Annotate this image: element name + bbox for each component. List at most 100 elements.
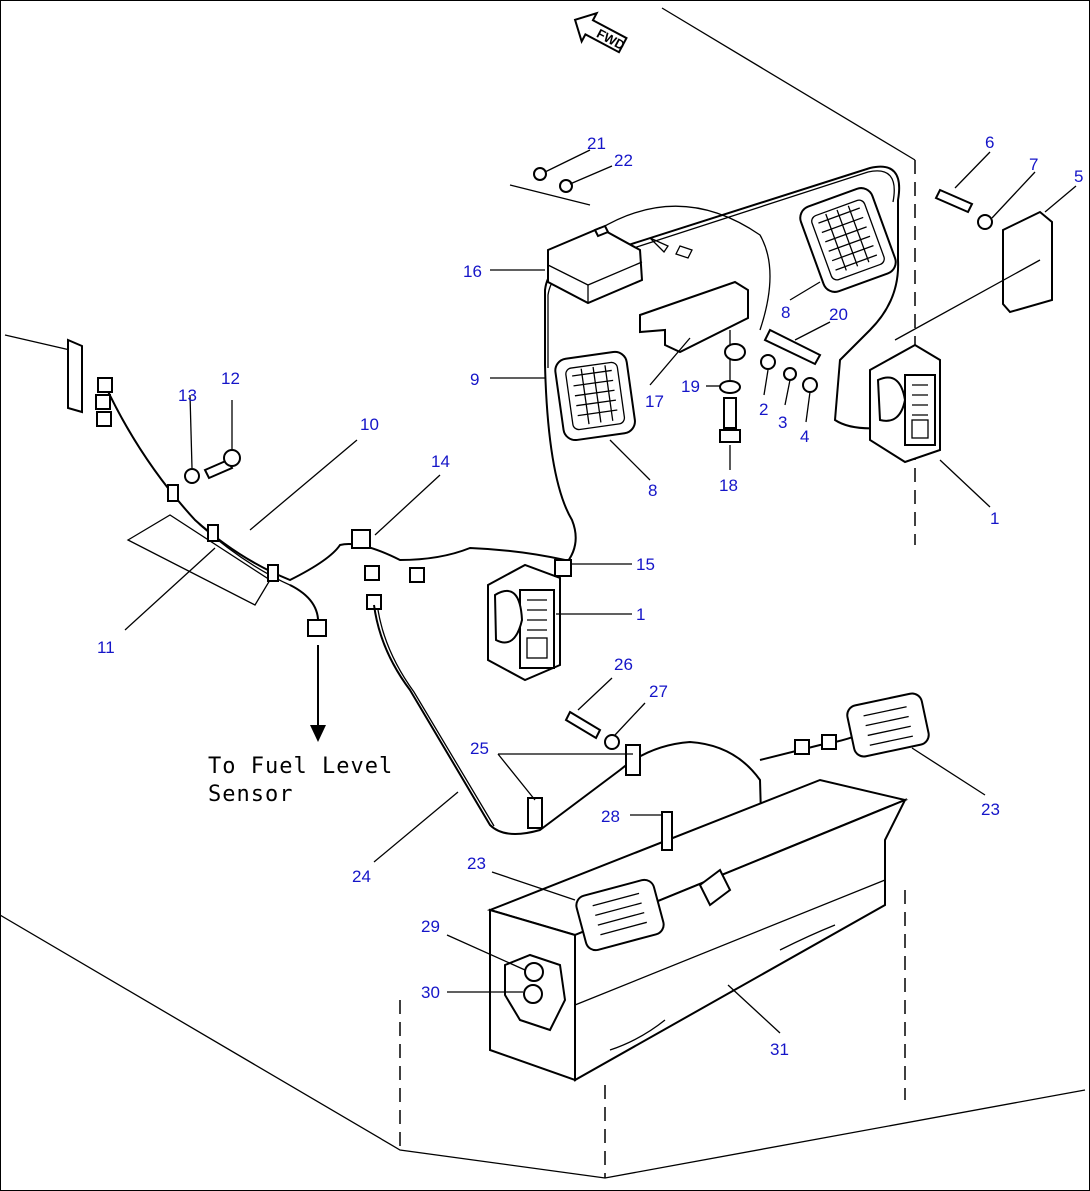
clamp-25a [527, 797, 543, 829]
harness-main-inner [107, 391, 293, 587]
bracket-arc [597, 205, 771, 331]
callout-23-right: 23 [981, 800, 1000, 819]
work-lamp-right [846, 692, 930, 758]
harness-drop [544, 364, 577, 566]
callout-4: 4 [800, 427, 809, 446]
bolt-12 [203, 458, 234, 480]
fuel-sensor-note: To Fuel Level Sensor [208, 754, 393, 807]
harness-bracket [67, 338, 83, 414]
bolt-28 [661, 811, 673, 851]
relay-right [869, 343, 941, 464]
clip-a [167, 484, 179, 502]
lower-harness-inner [377, 609, 495, 827]
callout-27: 27 [649, 682, 668, 701]
connector-d [794, 739, 810, 755]
callout-10: 10 [360, 415, 379, 434]
callout-2: 2 [759, 400, 768, 419]
nut-13 [184, 468, 200, 484]
junction-14 [351, 529, 371, 549]
upper-assembly [509, 165, 1053, 566]
nut-21 [533, 167, 547, 181]
harness-main [104, 384, 566, 582]
bolt-20 [763, 328, 822, 366]
connector-b [95, 394, 111, 410]
callout-7: 7 [1029, 155, 1038, 174]
bolt-18 [719, 397, 741, 443]
plate-guide [894, 259, 1041, 341]
bolt-6 [934, 188, 974, 214]
callout-17: 17 [645, 392, 664, 411]
callout-29: 29 [421, 917, 440, 936]
callouts: 21 22 16 6 7 5 8 20 9 17 19 2 3 4 18 8 1… [97, 133, 1083, 1059]
tank-hinge [609, 924, 836, 1051]
bracket-17 [639, 280, 749, 354]
tank-bracket [698, 868, 732, 907]
connector-e [821, 734, 837, 750]
washer-27 [604, 734, 620, 750]
callout-24: 24 [352, 867, 371, 886]
forward-arrow: FWD [573, 11, 628, 54]
nut-4 [802, 377, 818, 393]
harness-stub [4, 334, 71, 351]
callout-23-lower: 23 [467, 854, 486, 873]
callout-22: 22 [614, 151, 633, 170]
callout-19: 19 [681, 377, 700, 396]
note-line-2: Sensor [208, 782, 293, 807]
clip-b [207, 524, 219, 542]
washer-3 [783, 367, 797, 381]
callout-14: 14 [431, 452, 450, 471]
connector-c [96, 411, 112, 427]
work-lamp-upper [799, 187, 897, 293]
callout-15: 15 [636, 555, 655, 574]
washer-19 [719, 380, 741, 394]
callout-9: 9 [470, 370, 479, 389]
callout-31: 31 [770, 1040, 789, 1059]
callout-3: 3 [778, 413, 787, 432]
callout-18: 18 [719, 476, 738, 495]
tank-seam [574, 879, 886, 1006]
floor-edge [0, 914, 1086, 1179]
spacer [724, 343, 746, 361]
clamp-25b [625, 744, 641, 776]
callout-16: 16 [463, 262, 482, 281]
callout-30: 30 [421, 983, 440, 1002]
fuel-sensor-arrow-head [310, 725, 326, 742]
callout-13: 13 [178, 386, 197, 405]
nut-30 [523, 984, 543, 1004]
callout-1-left: 1 [636, 605, 645, 624]
work-lamp-lower [575, 878, 665, 952]
plug-b [409, 567, 425, 583]
callout-26: 26 [614, 655, 633, 674]
tank-box [486, 692, 930, 1082]
controller-box [547, 224, 693, 305]
work-lamp-middle [554, 350, 636, 442]
washer-22 [559, 179, 573, 193]
connector-15 [554, 559, 572, 577]
callout-21: 21 [587, 134, 606, 153]
left-harness [4, 334, 566, 742]
nut-2 [760, 354, 776, 370]
callout-5: 5 [1074, 167, 1083, 186]
clip-c [267, 564, 279, 582]
callout-20: 20 [829, 305, 848, 324]
machine-outline [0, 7, 1086, 1179]
body-top-edge [661, 7, 916, 161]
plate-5 [1002, 210, 1053, 314]
plug-a [364, 565, 380, 581]
sensor-connector [307, 619, 327, 637]
callout-8-upper: 8 [781, 303, 790, 322]
stud-line [509, 184, 591, 206]
callout-6: 6 [985, 133, 994, 152]
callout-12: 12 [221, 369, 240, 388]
leader-lines [124, 149, 1077, 1034]
relay-left [487, 559, 572, 682]
arrow-shape [573, 11, 628, 54]
note-line-1: To Fuel Level [208, 754, 393, 779]
washer-7 [977, 214, 993, 230]
nut-29 [524, 962, 544, 982]
tank-side [574, 798, 908, 1082]
connector-a [97, 377, 113, 393]
callout-25: 25 [470, 739, 489, 758]
callout-11: 11 [97, 638, 115, 657]
